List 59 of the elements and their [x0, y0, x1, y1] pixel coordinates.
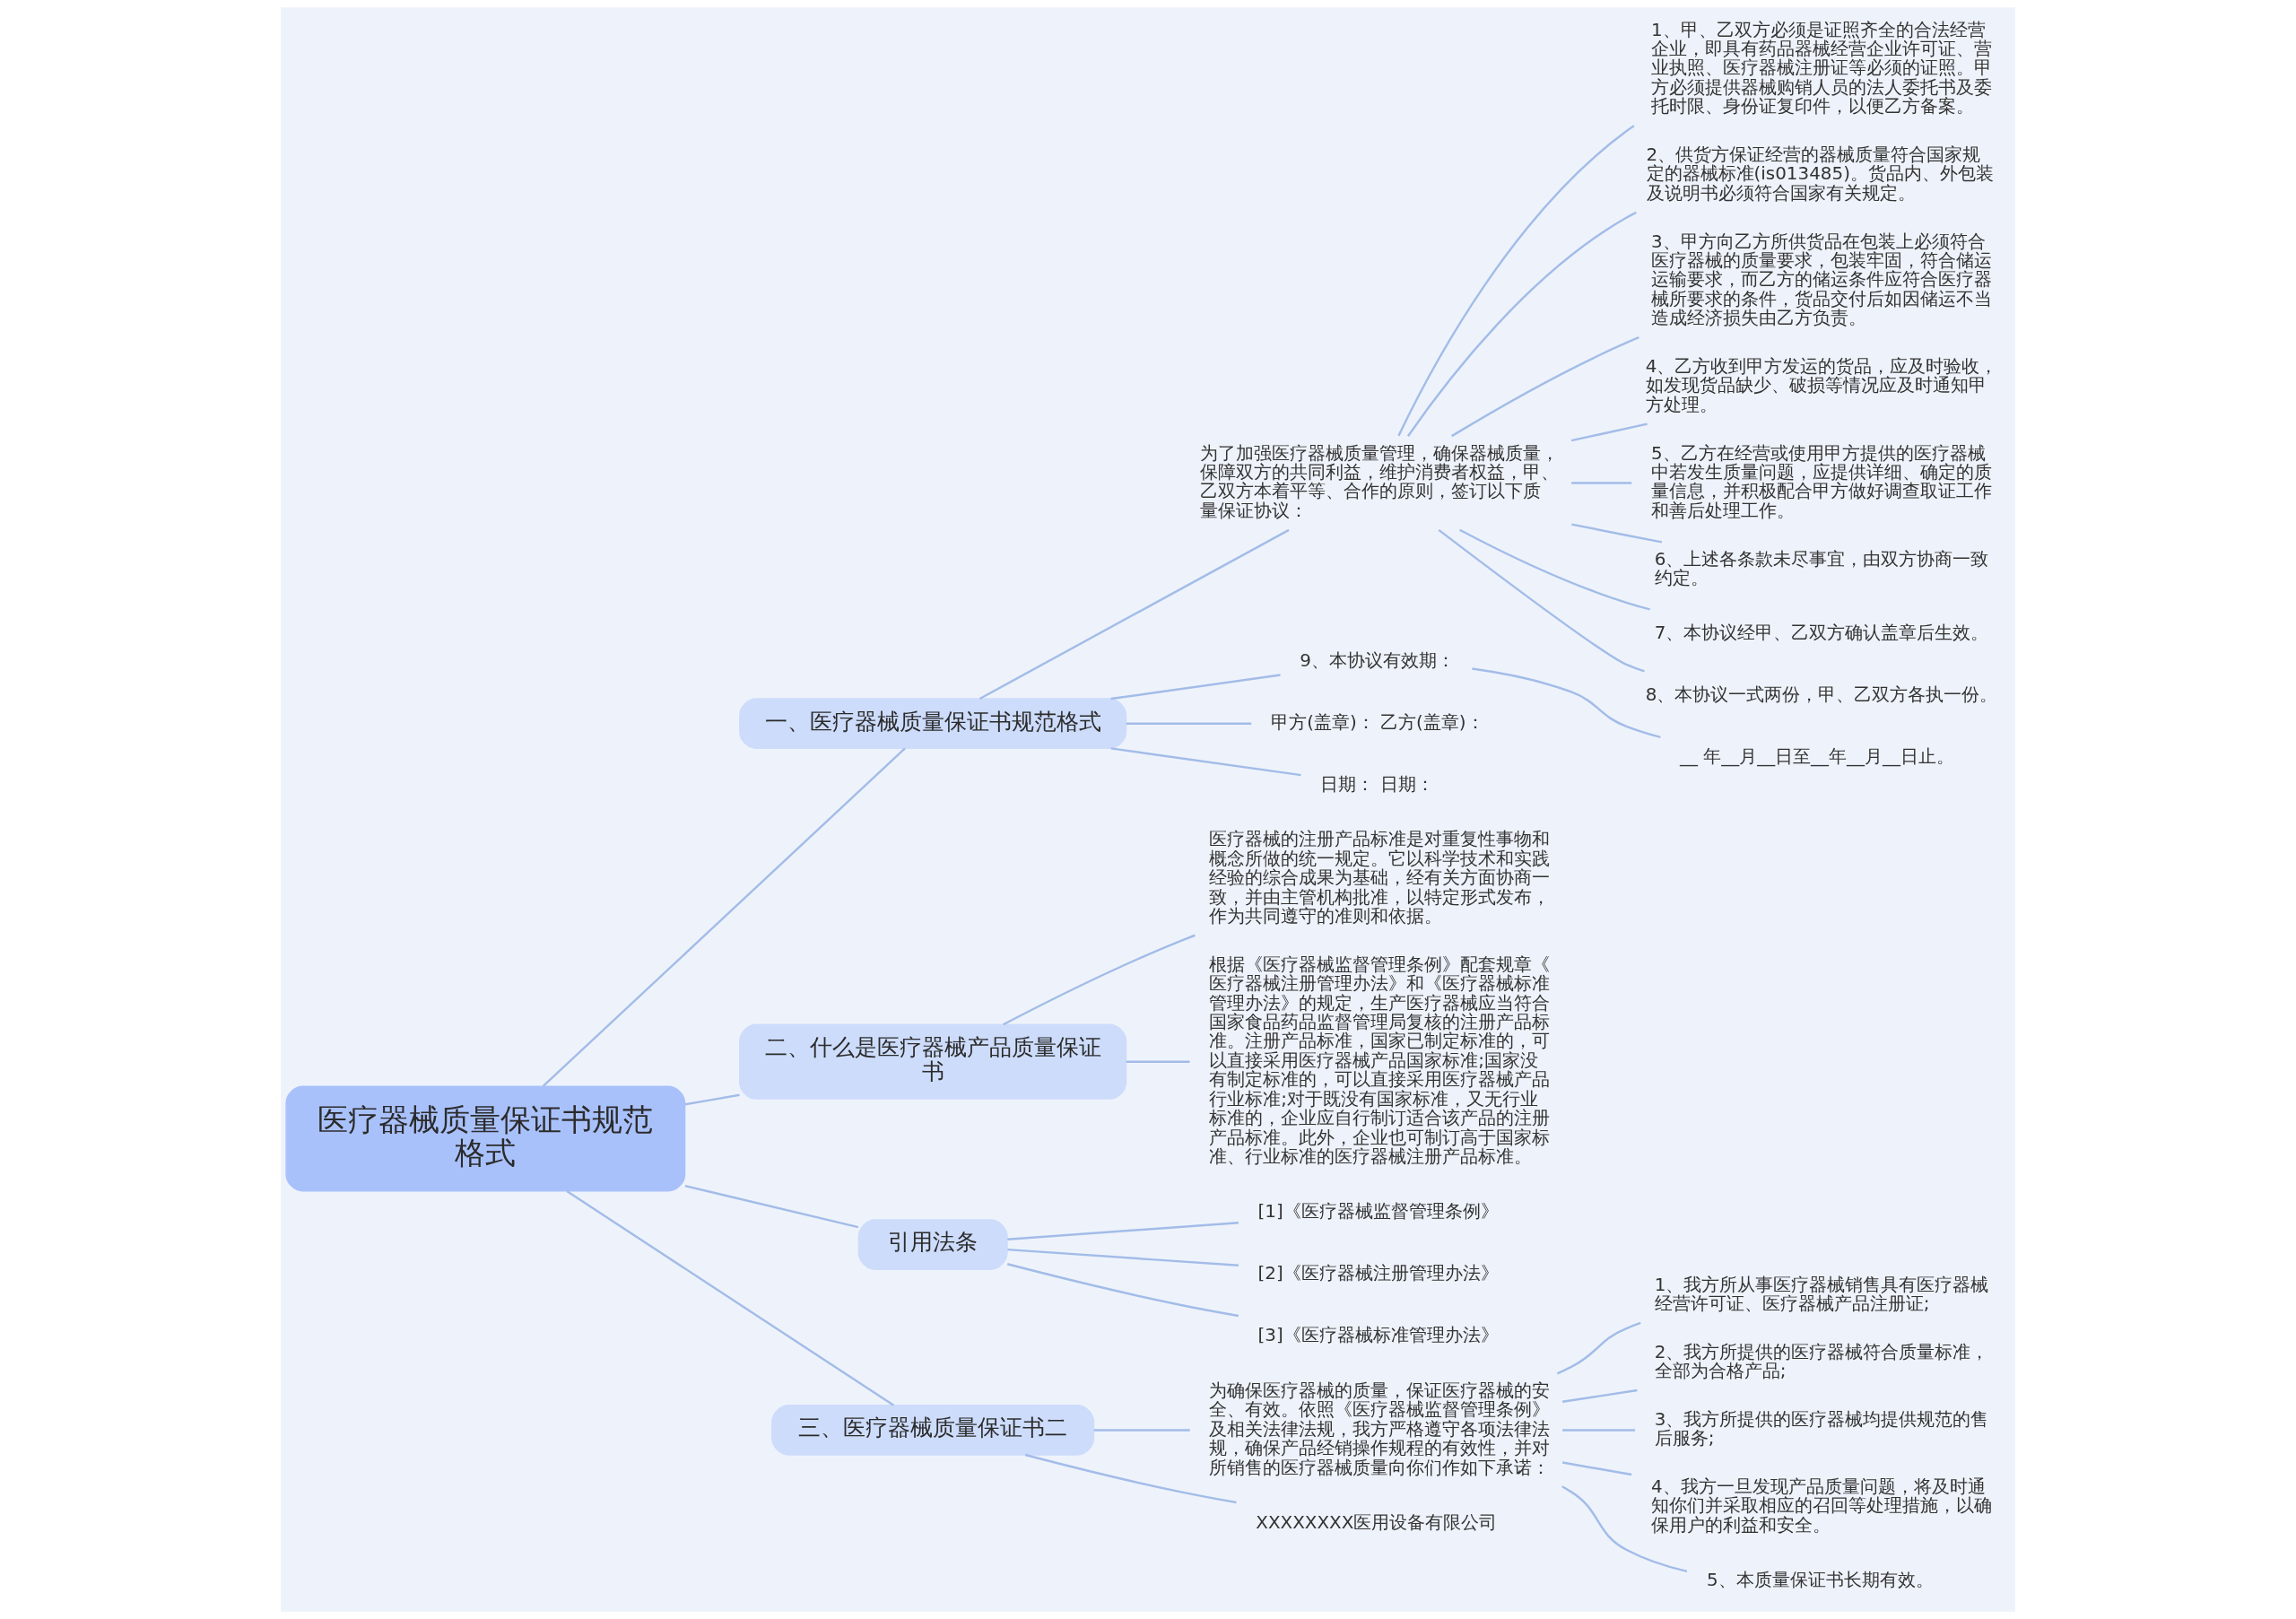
connector: [1571, 482, 1632, 484]
node-text: 2、我方所提供的医疗器械符合质量标准，全部为合格产品;: [1654, 1341, 1989, 1382]
connector: [1397, 125, 1635, 437]
node-text: [3]《医疗器械标准管理办法》: [1257, 1325, 1499, 1346]
node-text: __ 年__月__日至__年__月__日止。: [1680, 746, 1954, 768]
connector: [566, 1189, 895, 1406]
node-text: 根据《医疗器械监督管理条例》配套规章《医疗器械注册管理办法》和《医疗器械标准管理办法》的规定，生产医疗器械应当符合国家食品药品监督管理局复核的注册产品标准。注册产品标准，国家已制定标准的，可以直接采用医疗器械产品国家标准;国家没有制定标准的，可以直接采用医疗器械产品行业标准;对于既没有国家标准，又无行业标准的，企业应自行制订适合该产品的注册产品标准。此外，企业也可制订高于国家标准、行业标准的医疗器械注册产品标准。: [1209, 953, 1551, 1168]
connector: [1561, 1485, 1688, 1573]
node-text: 9、本协议有效期：: [1300, 649, 1456, 671]
connector: [1024, 1453, 1237, 1504]
node-box: 医疗器械质量保证书规范格式: [285, 1085, 686, 1192]
connector: [1556, 1321, 1641, 1375]
connector: [1459, 528, 1650, 611]
connector: [542, 747, 906, 1087]
connector: [1003, 934, 1196, 1026]
node-text: [1]《医疗器械监督管理条例》: [1257, 1201, 1499, 1223]
node-text: 3、甲方向乙方所供货品在包装上必须符合医疗器械的质量要求，包装牢固，符合储运运输要求，而乙方的储运条件应符合医疗器械所要求的条件，货品交付后如因储运不当造成经济损失由乙方负责。: [1650, 231, 1992, 329]
connector: [1472, 667, 1661, 739]
node-box: 一、医疗器械质量保证书规范格式: [739, 698, 1127, 750]
node-box: 三、医疗器械质量保证书二: [771, 1405, 1095, 1456]
node-text: 1、我方所从事医疗器械销售具有医疗器械经营许可证、医疗器械产品注册证;: [1654, 1274, 1989, 1315]
node-text: 8、本协议一式两份，甲、乙双方各执一份。: [1645, 684, 1998, 706]
connector: [1007, 1221, 1239, 1240]
connector: [1007, 1248, 1239, 1267]
connector: [684, 1093, 740, 1106]
connector: [1438, 528, 1645, 673]
connector: [1562, 1429, 1636, 1432]
node-box: 引用法条: [857, 1219, 1008, 1270]
node-text: 4、我方一旦发现产品质量问题，将及时通知你们并采取相应的召回等处理措施，以确保用户的利益和安全。: [1650, 1475, 1992, 1536]
connector: [978, 528, 1290, 701]
node-text: 7、本协议经甲、乙双方确认盖章后生效。: [1654, 622, 1989, 644]
node-text: 5、本质量保证书长期有效。: [1706, 1570, 1934, 1591]
connector: [1126, 1060, 1190, 1063]
connector: [1006, 1263, 1239, 1318]
connector: [1110, 747, 1301, 777]
node-box: 二、什么是医疗器械产品质量保证书: [739, 1023, 1127, 1100]
connector: [1561, 1461, 1632, 1476]
connector: [684, 1184, 859, 1229]
connector: [1451, 336, 1639, 438]
node-text: 为了加强医疗器械质量管理，确保器械质量，保障双方的共同利益，维护消费者权益，甲、乙双方本着平等、合作的原则，签订以下质量保证协议：: [1200, 442, 1560, 521]
node-text: 医疗器械的注册产品标准是对重复性事物和概念所做的统一规定。它以科学技术和实践经验的综合成果为基础，经有关方面协商一致，并由主管机构批准，以特定形式发布，作为共同遵守的准则和依据。: [1209, 829, 1551, 927]
connector: [1126, 722, 1252, 725]
node-text: 甲方(盖章)： 乙方(盖章)：: [1271, 711, 1484, 733]
connector: [1571, 523, 1663, 544]
connector: [1110, 674, 1281, 701]
connector: [1561, 1388, 1638, 1403]
node-text: XXXXXXXX医用设备有限公司: [1256, 1511, 1498, 1533]
node-text: 为确保医疗器械的质量，保证医疗器械的安全、有效。依照《医疗器械监督管理条例》及相关法律法规，我方严格遵守各项法律法规，确保产品经销操作规程的有效性，并对所销售的医疗器械质量向你们作如下承诺：: [1209, 1380, 1551, 1478]
node-text: 2、供货方保证经营的器械质量符合国家规定的器械标准(is013485)。货品内、外包装及说明书必须符合国家有关规定。: [1646, 144, 1994, 204]
node-text: 4、乙方收到甲方发运的货品，应及时验收，如发现货品缺少、破损等情况应及时通知甲方处理。: [1645, 356, 1998, 415]
connector: [1093, 1429, 1190, 1432]
node-text: 日期： 日期：: [1320, 773, 1434, 795]
connector: [1406, 211, 1637, 437]
connector: [1570, 422, 1648, 442]
node-text: 1、甲、乙双方必须是证照齐全的合法经营企业，即具有药品器械经营企业许可证、营业执照、医疗器械注册证等必须的证照。甲方必须提供器械购销人员的法人委托书及委托时限、身份证复印件，以便乙方备案。: [1650, 19, 1992, 118]
node-text: 3、我方所提供的医疗器械均提供规范的售后服务;: [1654, 1408, 1989, 1449]
node-text: 5、乙方在经营或使用甲方提供的医疗器械中若发生质量问题，应提供详细、确定的质量信息，并积极配合甲方做好调查取证工作和善后处理工作。: [1650, 442, 1992, 521]
node-text: [2]《医疗器械注册管理办法》: [1257, 1263, 1499, 1284]
node-text: 6、上述各条款未尽事宜，由双方协商一致约定。: [1654, 548, 1989, 589]
